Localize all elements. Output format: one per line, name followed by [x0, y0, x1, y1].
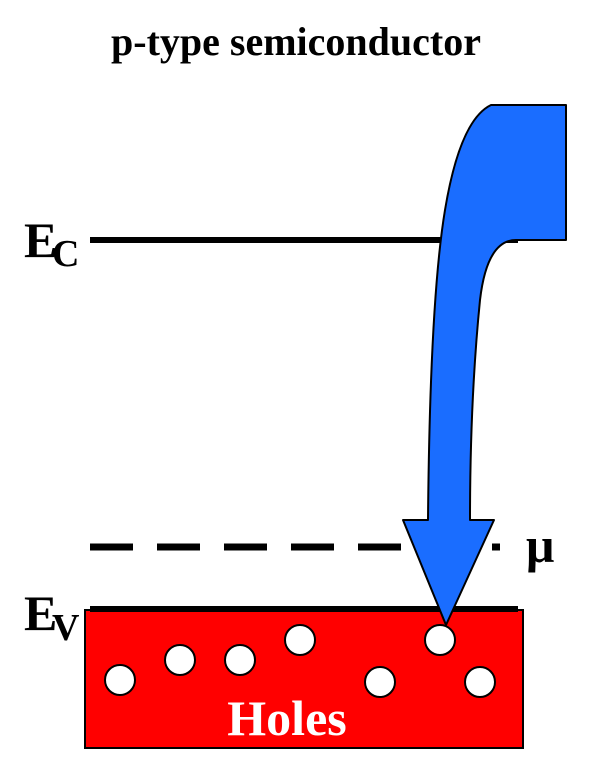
- holes-group: [104, 624, 496, 698]
- hole: [464, 666, 496, 698]
- ev-label: E V: [24, 585, 80, 649]
- diagram-title: p-type semiconductor: [111, 19, 481, 64]
- ec-label: E C: [24, 212, 79, 275]
- ev-label-sub: V: [52, 607, 80, 649]
- hole: [224, 644, 256, 676]
- electron-transfer-arrow: [402, 104, 567, 626]
- ec-label-main: E: [24, 212, 57, 268]
- holes-label: Holes: [227, 690, 346, 746]
- hole: [424, 624, 456, 656]
- mu-label: μ: [526, 517, 554, 573]
- hole: [284, 624, 316, 656]
- ev-label-main: E: [24, 585, 57, 641]
- hole: [364, 666, 396, 698]
- hole: [104, 664, 136, 696]
- hole: [164, 644, 196, 676]
- ec-label-sub: C: [52, 233, 79, 275]
